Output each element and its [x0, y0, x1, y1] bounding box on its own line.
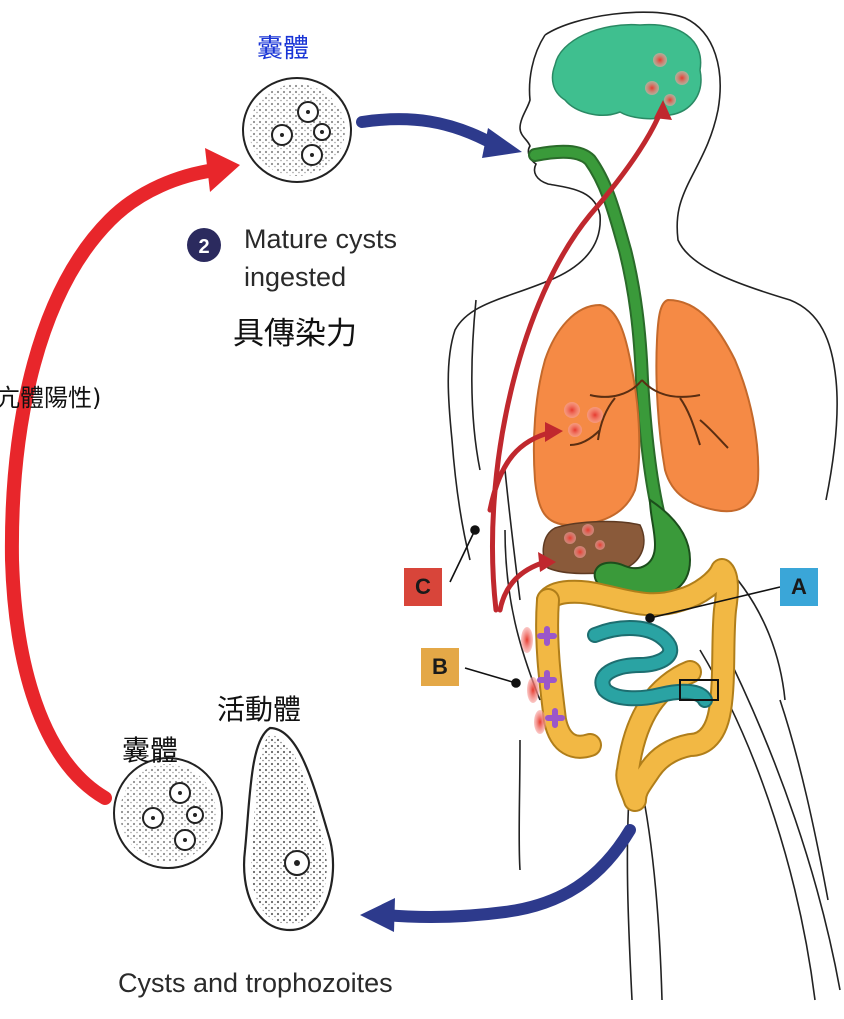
cyst-label-bottom: 囊體	[122, 729, 178, 769]
human-silhouette	[448, 12, 840, 1000]
trophozoite-label: 活動體	[217, 688, 301, 728]
marker-c: C	[404, 568, 442, 606]
cycle-arrow	[12, 170, 215, 798]
antibody-positive-label: 亢體陽性)	[0, 378, 101, 413]
trophozoite-icon	[244, 728, 333, 930]
marker-b: B	[421, 648, 459, 686]
right-lung	[656, 300, 758, 511]
cysts-and-trophozoites-label: Cysts and trophozoites	[118, 968, 393, 999]
marker-a: A	[780, 568, 818, 606]
cyst-label-top: 囊體	[257, 28, 309, 65]
left-lung	[534, 305, 639, 525]
infectious-label: 具傳染力	[233, 308, 357, 353]
excretion-arrow	[385, 830, 630, 917]
cyst-icon-bottom	[114, 758, 222, 868]
step-number: 2	[198, 236, 209, 258]
cyst-icon-top	[243, 78, 351, 182]
mature-cysts-line1: Mature cysts	[244, 224, 397, 255]
ingestion-arrow	[362, 119, 495, 145]
mature-cysts-line2: ingested	[244, 262, 346, 293]
brain	[552, 25, 700, 119]
